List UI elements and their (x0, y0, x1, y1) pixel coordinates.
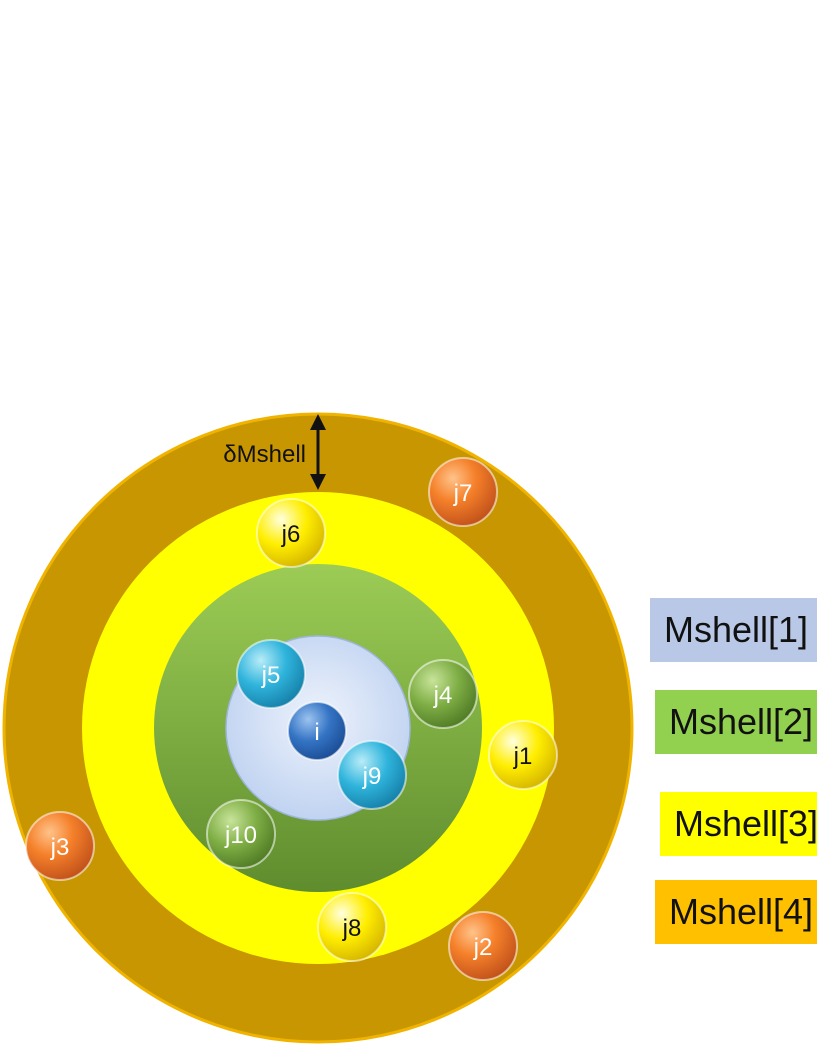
particle-j6: j6 (256, 498, 326, 568)
particle-j4: j4 (408, 659, 478, 729)
particle-j8-circle (317, 892, 387, 962)
legend-mshell-2: Mshell[2] (655, 690, 817, 754)
legend-mshell-4-label: Mshell[4] (669, 891, 814, 932)
particle-j1-circle (488, 720, 558, 790)
particle-j9: j9 (337, 740, 407, 810)
particle-j10-circle (206, 799, 276, 869)
particle-j3: j3 (25, 811, 95, 881)
particle-j7: j7 (428, 457, 498, 527)
particle-j7-label: j7 (453, 480, 473, 507)
particle-j3-circle (25, 811, 95, 881)
particle-j4-circle (408, 659, 478, 729)
particle-j7-circle (428, 457, 498, 527)
particle-j9-circle (337, 740, 407, 810)
particle-j2-circle (448, 911, 518, 981)
center-particle-label: i (314, 719, 319, 746)
particle-j8: j8 (317, 892, 387, 962)
particle-j2-label: j2 (473, 934, 493, 961)
particle-layer: j1 j2 j3 j4 j5 j6 j7 j8 j9 j10 (25, 457, 558, 981)
center-particle: i (287, 701, 347, 761)
particle-j5-circle (236, 639, 306, 709)
particle-j10: j10 (206, 799, 276, 869)
legend-mshell-3-label: Mshell[3] (674, 803, 817, 844)
particle-j6-circle (256, 498, 326, 568)
shell-diagram: δMshell j1 j2 j3 j4 j5 j6 j7 j8 j9 j10 i (2, 412, 634, 1044)
legend-mshell-2-label: Mshell[2] (669, 701, 814, 742)
particle-j3-label: j3 (50, 834, 70, 861)
legend-mshell-3: Mshell[3] (660, 792, 817, 856)
particle-j10-label: j10 (224, 822, 257, 849)
legend-mshell-1-label: Mshell[1] (664, 609, 809, 650)
particle-j1: j1 (488, 720, 558, 790)
legend-mshell-4: Mshell[4] (655, 880, 817, 944)
particle-j4-label: j4 (433, 682, 453, 709)
delta-mshell-label: δMshell (223, 441, 306, 468)
particle-j5-label: j5 (261, 662, 281, 689)
particle-j5: j5 (236, 639, 306, 709)
particle-j6-label: j6 (281, 521, 301, 548)
particle-j8-label: j8 (342, 915, 362, 942)
particle-j2: j2 (448, 911, 518, 981)
delta-mshell-arrow (310, 414, 326, 490)
legend-mshell-1: Mshell[1] (650, 598, 817, 662)
particle-j9-label: j9 (362, 763, 382, 790)
particle-j1-label: j1 (513, 743, 533, 770)
